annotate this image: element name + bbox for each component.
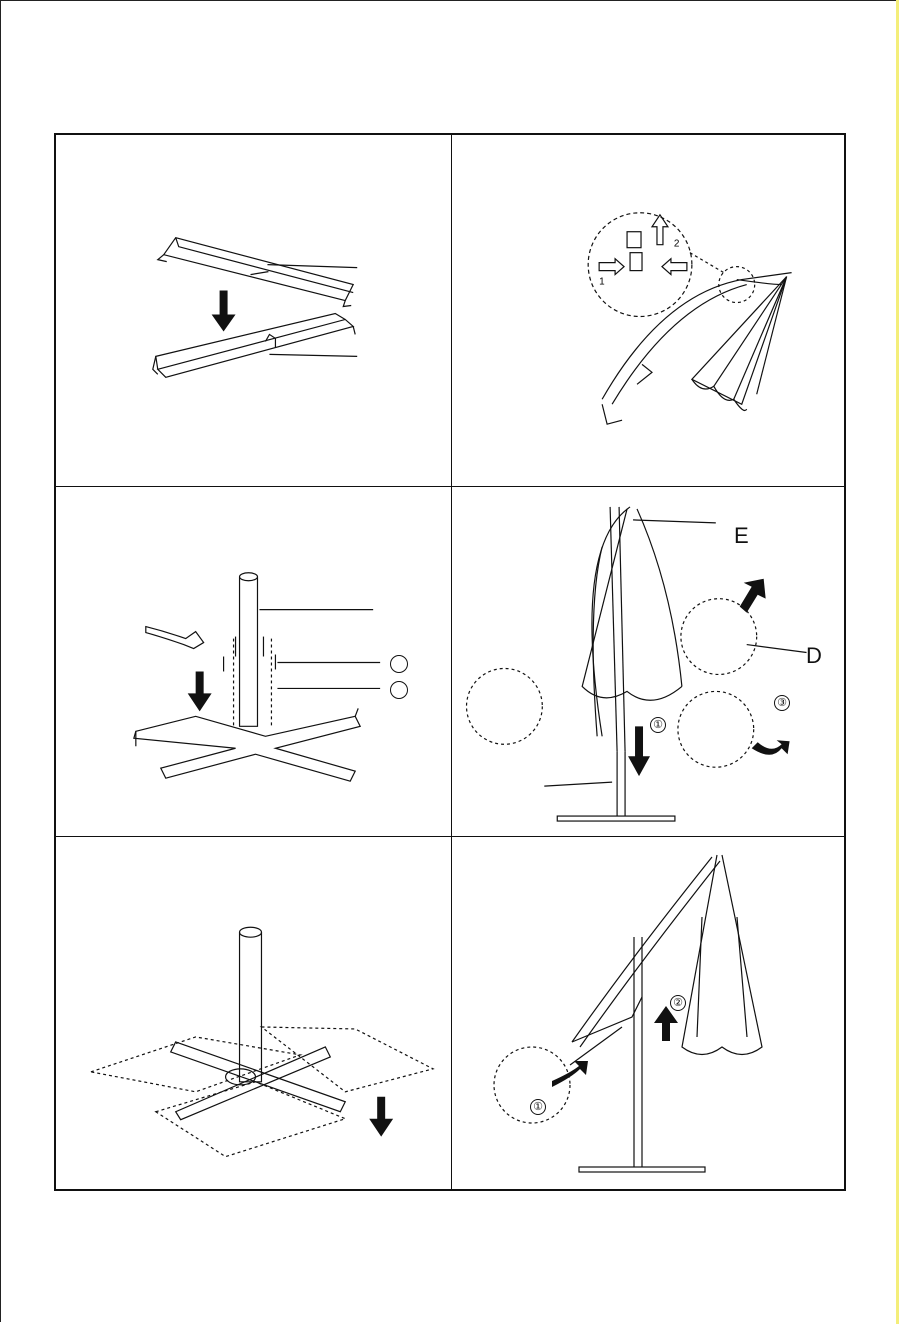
marker-2: 2 [674,239,680,250]
marker-circled-3: ③ [774,695,790,711]
callout-e: E [734,525,749,547]
callout-circle-a [390,655,408,673]
up-arrow-icon [740,579,766,613]
panel-pole-mount [56,487,452,837]
marker-circled-1-lift: ① [530,1099,546,1115]
callout-circle-b [390,681,408,699]
panel-umbrella-lift: ① ② [452,837,844,1189]
panel-base-rails [56,135,452,487]
marker-circled-2-lift: ② [670,995,686,1011]
frame-fold-drawing: 2 1 [452,135,844,486]
curved-arrow-icon [752,740,790,754]
down-arrow-icon [212,291,236,332]
umbrella-attach-drawing [452,487,844,836]
umbrella-lift-drawing [452,837,844,1189]
panel-weight-slabs [56,837,452,1189]
up-arrow-icon-lift [654,1006,678,1041]
down-arrow-icon-pole [188,671,212,711]
callout-d: D [806,645,822,667]
weight-slabs-drawing [56,837,451,1189]
marker-circled-1: ① [650,717,666,733]
down-arrow-icon-attach [628,726,650,776]
panel-umbrella-attach: E D ① ③ [452,487,844,837]
base-rails-drawing [56,135,451,486]
panel-frame-fold: 2 1 [452,135,844,487]
marker-1: 1 [599,277,605,288]
down-arrow-icon-slab [369,1097,393,1137]
instruction-grid: 2 1 [54,133,846,1191]
